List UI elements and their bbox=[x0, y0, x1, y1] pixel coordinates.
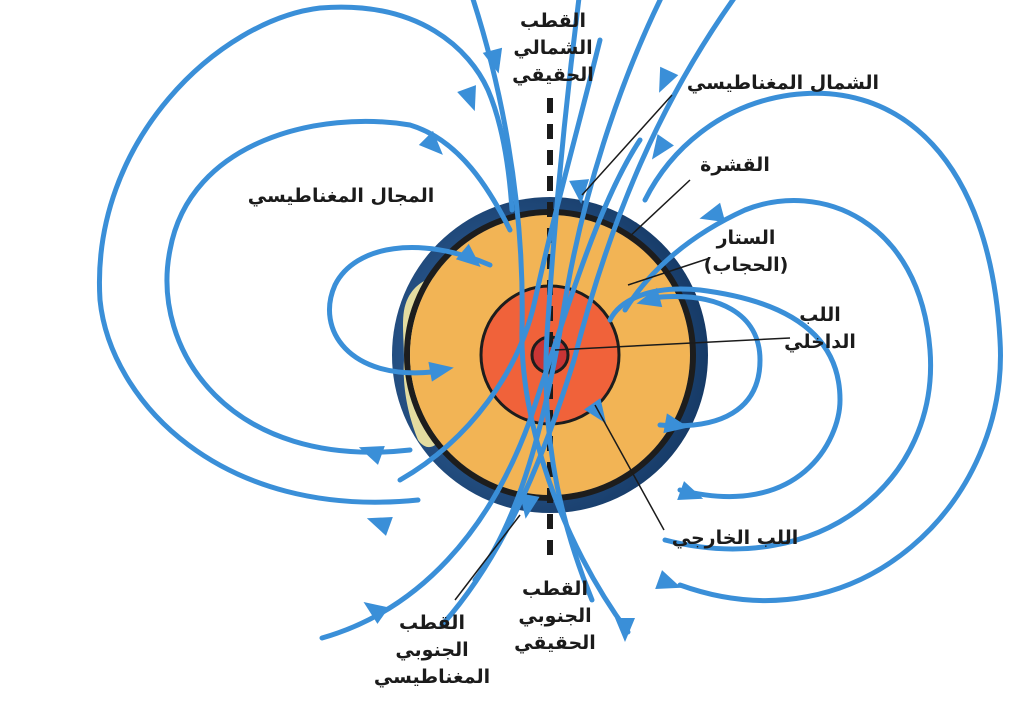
label-magnetic-north: الشمال المغناطيسي bbox=[672, 70, 894, 97]
label-crust-text: القشرة bbox=[700, 154, 770, 176]
label-true-north-line-3: الحقيقي bbox=[512, 64, 594, 86]
label-magnetic-south-line-2: الجنوبي bbox=[395, 639, 469, 661]
label-true-north-line-1: القطب bbox=[520, 10, 586, 32]
field-arrow-icon bbox=[418, 130, 443, 155]
field-arrow-icon bbox=[699, 202, 726, 223]
leader-magnetic-north bbox=[581, 94, 673, 196]
field-arrow-icon bbox=[457, 85, 476, 112]
label-true-south-line-2: الجنوبي bbox=[518, 605, 592, 627]
label-magnetic-field-text: المجال المغناطيسي bbox=[247, 185, 435, 207]
field-arrow-icon bbox=[358, 446, 385, 465]
field-arrow-icon bbox=[584, 398, 607, 424]
field-arrow-icon bbox=[651, 134, 674, 160]
label-crust: القشرة bbox=[690, 152, 780, 179]
field-arrow-icon bbox=[655, 570, 682, 589]
label-true-north-line-2: الشمالي bbox=[513, 37, 593, 59]
label-magnetic-south: القطب الجنوبي المغناطيسي bbox=[368, 610, 496, 691]
field-line bbox=[642, 90, 1003, 604]
field-line bbox=[97, 4, 515, 505]
field-arrow-icon bbox=[428, 361, 454, 382]
field-arrow-icon bbox=[663, 413, 689, 434]
field-arrow-icon bbox=[569, 179, 590, 204]
field-arrow-icon bbox=[482, 47, 503, 74]
label-magnetic-south-line-3: المغناطيسي bbox=[373, 666, 491, 688]
field-arrows bbox=[358, 47, 726, 642]
label-mantle-line-2: (الحجاب) bbox=[703, 254, 789, 276]
label-inner-core-line-1: اللب bbox=[799, 304, 841, 326]
field-arrow-icon bbox=[519, 493, 540, 519]
leader-mantle bbox=[627, 257, 711, 286]
label-true-north: القطب الشمالي الحقيقي bbox=[508, 8, 598, 89]
field-arrow-icon bbox=[455, 243, 481, 267]
label-mantle-line-1: الستار bbox=[716, 227, 776, 249]
leader-crust bbox=[627, 179, 691, 239]
field-line bbox=[439, 0, 736, 628]
field-line bbox=[319, 137, 643, 641]
label-outer-core: اللب الخارجي bbox=[660, 525, 810, 552]
field-arrow-icon bbox=[615, 618, 635, 642]
field-arrow-icon bbox=[636, 287, 663, 308]
label-true-south-line-1: القطب bbox=[522, 578, 588, 600]
field-line bbox=[622, 198, 934, 552]
field-arrow-icon bbox=[677, 481, 704, 500]
field-line bbox=[327, 245, 493, 376]
field-line bbox=[397, 37, 603, 483]
label-magnetic-field: المجال المغناطيسي bbox=[243, 183, 439, 210]
leader-outer-core bbox=[594, 404, 665, 531]
label-magnetic-south-line-1: القطب bbox=[399, 612, 465, 634]
label-true-south: القطب الجنوبي الحقيقي bbox=[505, 576, 605, 657]
leader-lines bbox=[454, 94, 791, 601]
field-line bbox=[647, 294, 763, 429]
field-arrow-icon bbox=[659, 66, 679, 93]
field-arrow-icon bbox=[366, 517, 393, 536]
label-inner-core: اللب الداخلي bbox=[772, 302, 868, 356]
label-outer-core-text: اللب الخارجي bbox=[671, 527, 799, 549]
label-magnetic-north-text: الشمال المغناطيسي bbox=[686, 72, 880, 94]
label-true-south-line-3: الحقيقي bbox=[514, 632, 596, 654]
field-arrow-icon bbox=[363, 601, 389, 624]
magnetic-field-lines bbox=[97, 0, 1003, 641]
label-inner-core-line-2: الداخلي bbox=[784, 331, 856, 353]
leader-inner-core bbox=[554, 337, 791, 351]
leader-magnetic-south bbox=[454, 514, 521, 601]
field-line bbox=[543, 0, 595, 603]
field-line bbox=[164, 118, 513, 455]
label-mantle: الستار (الحجاب) bbox=[700, 225, 792, 279]
